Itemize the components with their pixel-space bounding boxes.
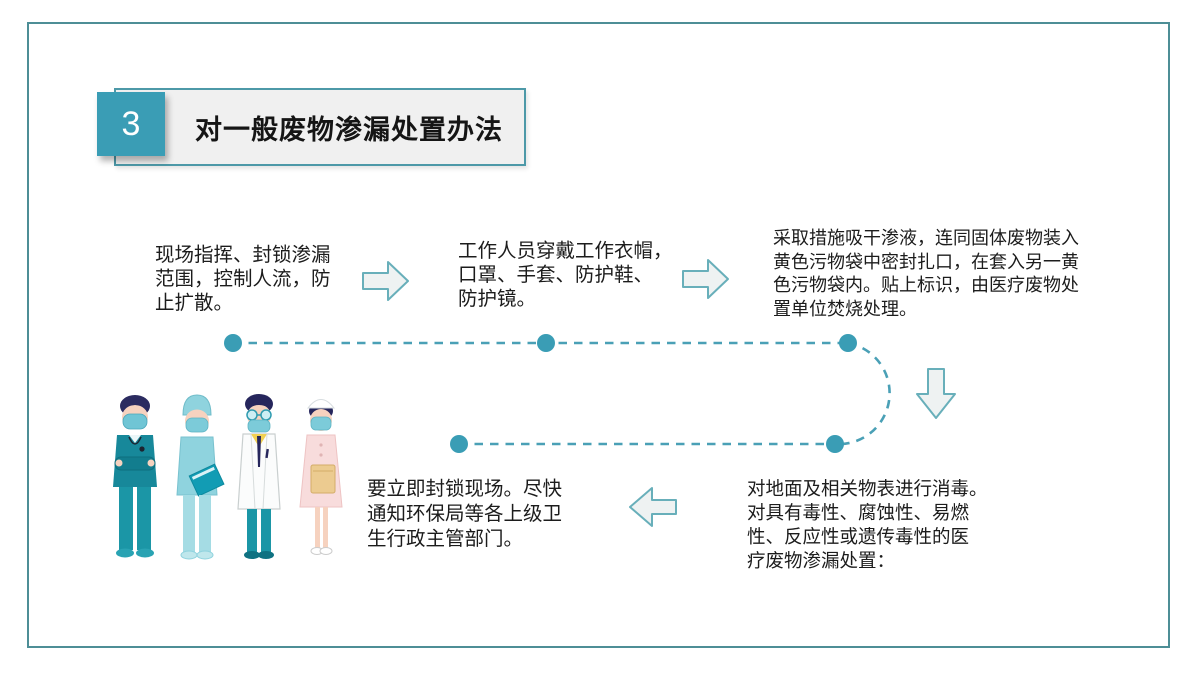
step-5-text: 要立即封锁现场。尽快 通知环保局等各上级卫 生行政主管部门。 xyxy=(367,477,562,552)
surgeon-figure xyxy=(176,394,225,560)
step-number-badge: 3 xyxy=(97,92,165,156)
text-line: 生行政主管部门。 xyxy=(367,528,524,550)
arrow-right-icon xyxy=(682,259,729,299)
text-line: 对地面及相关物表进行消毒。 xyxy=(747,478,988,499)
flow-node-dot xyxy=(826,435,844,453)
step-2-text: 工作人员穿戴工作衣帽， 口罩、手套、防护鞋、 防护镜。 xyxy=(458,239,673,311)
flow-node-dot xyxy=(839,334,857,352)
slide-number: 3 xyxy=(121,104,141,143)
doctor-figure xyxy=(237,394,281,559)
text-line: 现场指挥、封锁渗漏 xyxy=(155,244,331,266)
text-line: 置单位焚烧处理。 xyxy=(773,298,917,319)
step-4-text: 对地面及相关物表进行消毒。 对具有毒性、腐蚀性、易燃 性、反应性或遗传毒性的医 … xyxy=(747,477,988,573)
slide-title: 对一般废物渗漏处置办法 xyxy=(195,114,503,145)
teal-scrubs-figure xyxy=(113,395,157,558)
flow-node-dot xyxy=(537,334,555,352)
pink-nurse-figure xyxy=(299,399,343,555)
text-line: 疗废物渗漏处置： xyxy=(747,550,896,571)
text-line: 范围，控制人流，防 xyxy=(155,268,331,290)
text-line: 止扩散。 xyxy=(155,292,234,314)
text-line: 黄色污物袋中密封扎口，在套入另一黄 xyxy=(773,251,1079,272)
title-box: 对一般废物渗漏处置办法 xyxy=(114,88,526,166)
text-line: 要立即封锁现场。尽快 xyxy=(367,478,563,500)
text-line: 工作人员穿戴工作衣帽， xyxy=(458,240,673,262)
arrow-right-icon xyxy=(362,261,409,301)
arrow-down-icon xyxy=(916,368,956,419)
flow-node-dot xyxy=(224,334,242,352)
step-3-text: 采取措施吸干渗液，连同固体废物装入 黄色污物袋中密封扎口，在套入另一黄 色污物袋… xyxy=(773,227,1079,321)
arrow-left-icon xyxy=(629,487,677,527)
text-line: 通知环保局等各上级卫 xyxy=(367,503,563,525)
text-line: 对具有毒性、腐蚀性、易燃 xyxy=(747,502,970,523)
text-line: 防护镜。 xyxy=(458,288,537,310)
text-line: 口罩、手套、防护鞋、 xyxy=(458,264,654,286)
step-1-text: 现场指挥、封锁渗漏 范围，控制人流，防 止扩散。 xyxy=(155,243,331,315)
flow-node-dot xyxy=(450,435,468,453)
text-line: 采取措施吸干渗液，连同固体废物装入 xyxy=(773,228,1079,248)
text-line: 色污物袋内。贴上标识，由医疗废物处 xyxy=(773,275,1079,295)
text-line: 性、反应性或遗传毒性的医 xyxy=(747,526,970,547)
medical-staff-illustration xyxy=(113,394,343,560)
